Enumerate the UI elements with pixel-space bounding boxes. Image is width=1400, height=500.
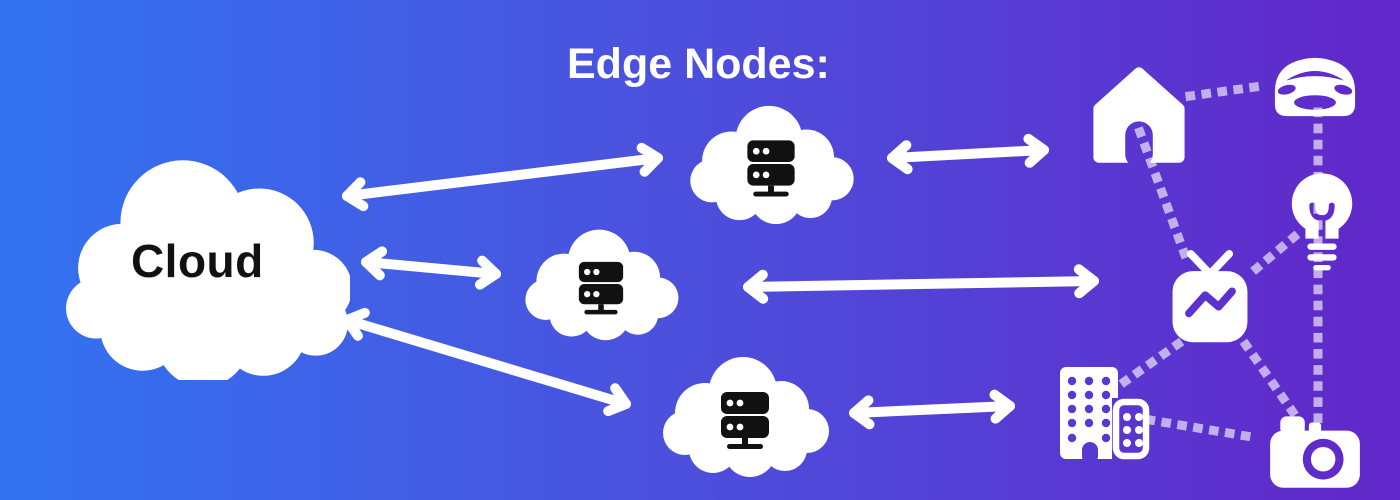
house-icon	[1086, 62, 1192, 168]
server-icon	[525, 229, 679, 341]
dotted-link-building-camera	[1144, 414, 1264, 444]
camera-icon	[1264, 408, 1366, 492]
tv-icon	[1162, 248, 1258, 350]
car-icon	[1260, 46, 1370, 128]
arrow-edge-node-2-tv	[743, 264, 1099, 304]
dotted-link-tv-camera	[1239, 338, 1304, 425]
device-tv	[1162, 248, 1258, 350]
page-title: Edge Nodes:	[567, 40, 830, 88]
device-building	[1052, 362, 1152, 464]
edge-node-1	[682, 100, 860, 228]
arrow-edge-node-3-building	[849, 389, 1015, 430]
arrow-cloud-edge-node-3	[342, 307, 631, 417]
dotted-link-house-tv	[1134, 126, 1192, 264]
arrow-cloud-edge-node-1	[342, 142, 663, 212]
lightbulb-icon	[1283, 168, 1361, 281]
building-icon	[1052, 362, 1152, 464]
edge-node-2	[518, 223, 684, 345]
cloud-node: Cloud	[62, 146, 350, 380]
arrow-edge-node-1-house	[887, 133, 1049, 175]
dotted-link-house-car	[1184, 80, 1268, 102]
server-icon	[690, 105, 854, 225]
cloud-label: Cloud	[130, 234, 264, 287]
arrow-cloud-edge-node-2	[361, 246, 501, 290]
device-camera	[1264, 408, 1366, 492]
edge-node-3	[653, 351, 837, 481]
device-car	[1260, 46, 1370, 128]
device-house	[1086, 62, 1192, 168]
server-icon	[663, 357, 829, 477]
device-lightbulb	[1283, 167, 1361, 282]
cloud-icon	[66, 160, 350, 380]
